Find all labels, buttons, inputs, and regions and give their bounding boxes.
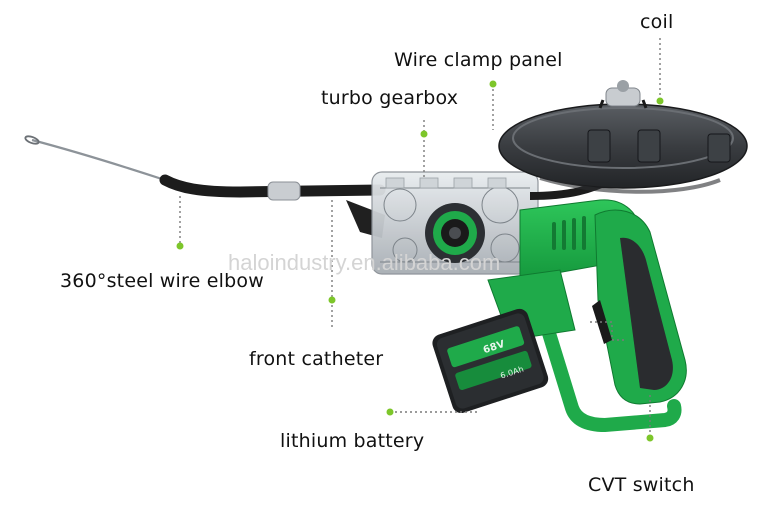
wire-tip	[24, 135, 40, 145]
leader-dots	[176, 80, 664, 442]
coil-top-knob	[598, 80, 648, 109]
coil-rim	[512, 107, 734, 169]
label-cvt-switch: CVT switch	[588, 474, 695, 496]
leader-lines	[179, 38, 661, 436]
gearbox-ribs	[385, 177, 507, 189]
trigger-guard	[541, 323, 682, 433]
handle-rubber	[620, 237, 673, 390]
coil-shadow	[539, 176, 721, 194]
steel-wire	[31, 138, 166, 182]
label-wire-clamp-panel: Wire clamp panel	[394, 49, 563, 71]
label-turbo-gearbox: turbo gearbox	[321, 87, 459, 109]
label-front-catheter: front catheter	[249, 348, 384, 370]
label-coil: coil	[640, 11, 674, 33]
battery-pack	[432, 308, 549, 414]
body-vents	[552, 216, 586, 250]
label-steel-wire-elbow: 360°steel wire elbow	[60, 270, 264, 292]
watermark: haloindustry.en.alibaba.com	[228, 250, 501, 275]
elbow-tube	[159, 174, 386, 198]
tube-sleeve	[267, 181, 301, 201]
label-lithium-battery: lithium battery	[280, 430, 425, 452]
coil-clips	[587, 129, 731, 163]
